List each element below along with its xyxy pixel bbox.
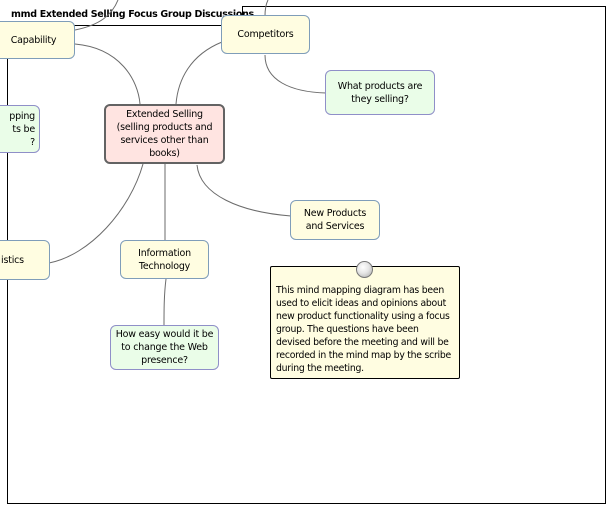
- central-topic-label: Extended Selling (selling products and s…: [116, 109, 213, 159]
- topic-label: New Products and Services: [303, 208, 367, 232]
- question-label: What products are they selling?: [337, 80, 423, 105]
- question-web-presence[interactable]: How easy would it be to change the Web p…: [110, 325, 219, 370]
- question-what-products[interactable]: What products are they selling?: [325, 70, 435, 115]
- note-pin-icon: [356, 261, 373, 278]
- note-text: This mind mapping diagram has been used …: [276, 285, 451, 374]
- topic-label: istics: [1, 254, 24, 266]
- topic-logistics[interactable]: istics: [0, 240, 50, 280]
- connector-competitors-offscreen: [264, 0, 269, 17]
- topic-label: Information Technology: [138, 247, 191, 272]
- topic-label: Capability: [10, 34, 57, 46]
- topic-capability[interactable]: Capability: [0, 21, 75, 59]
- connector-central-new-products: [196, 164, 292, 217]
- connector-competitors-what-products: [264, 54, 327, 94]
- topic-label: Competitors: [237, 29, 294, 40]
- connector-central-capability: [74, 43, 141, 105]
- connector-central-competitors: [175, 41, 223, 105]
- topic-new-products-services[interactable]: New Products and Services: [290, 200, 380, 240]
- question-label: How easy would it be to change the Web p…: [115, 329, 214, 366]
- question-label: pping ts be ?: [9, 110, 35, 148]
- connector-capability-offscreen: [74, 0, 119, 31]
- central-topic-extended-selling[interactable]: Extended Selling (selling products and s…: [104, 104, 225, 164]
- connector-it-web-presence: [163, 278, 167, 327]
- connector-central-logistics: [48, 163, 144, 264]
- topic-information-technology[interactable]: Information Technology: [120, 240, 209, 279]
- question-shipping[interactable]: pping ts be ?: [0, 105, 40, 153]
- topic-competitors[interactable]: Competitors: [221, 15, 310, 54]
- diagram-note[interactable]: This mind mapping diagram has been used …: [270, 266, 460, 379]
- diagram-title: mmd Extended Selling Focus Group Discuss…: [11, 9, 254, 20]
